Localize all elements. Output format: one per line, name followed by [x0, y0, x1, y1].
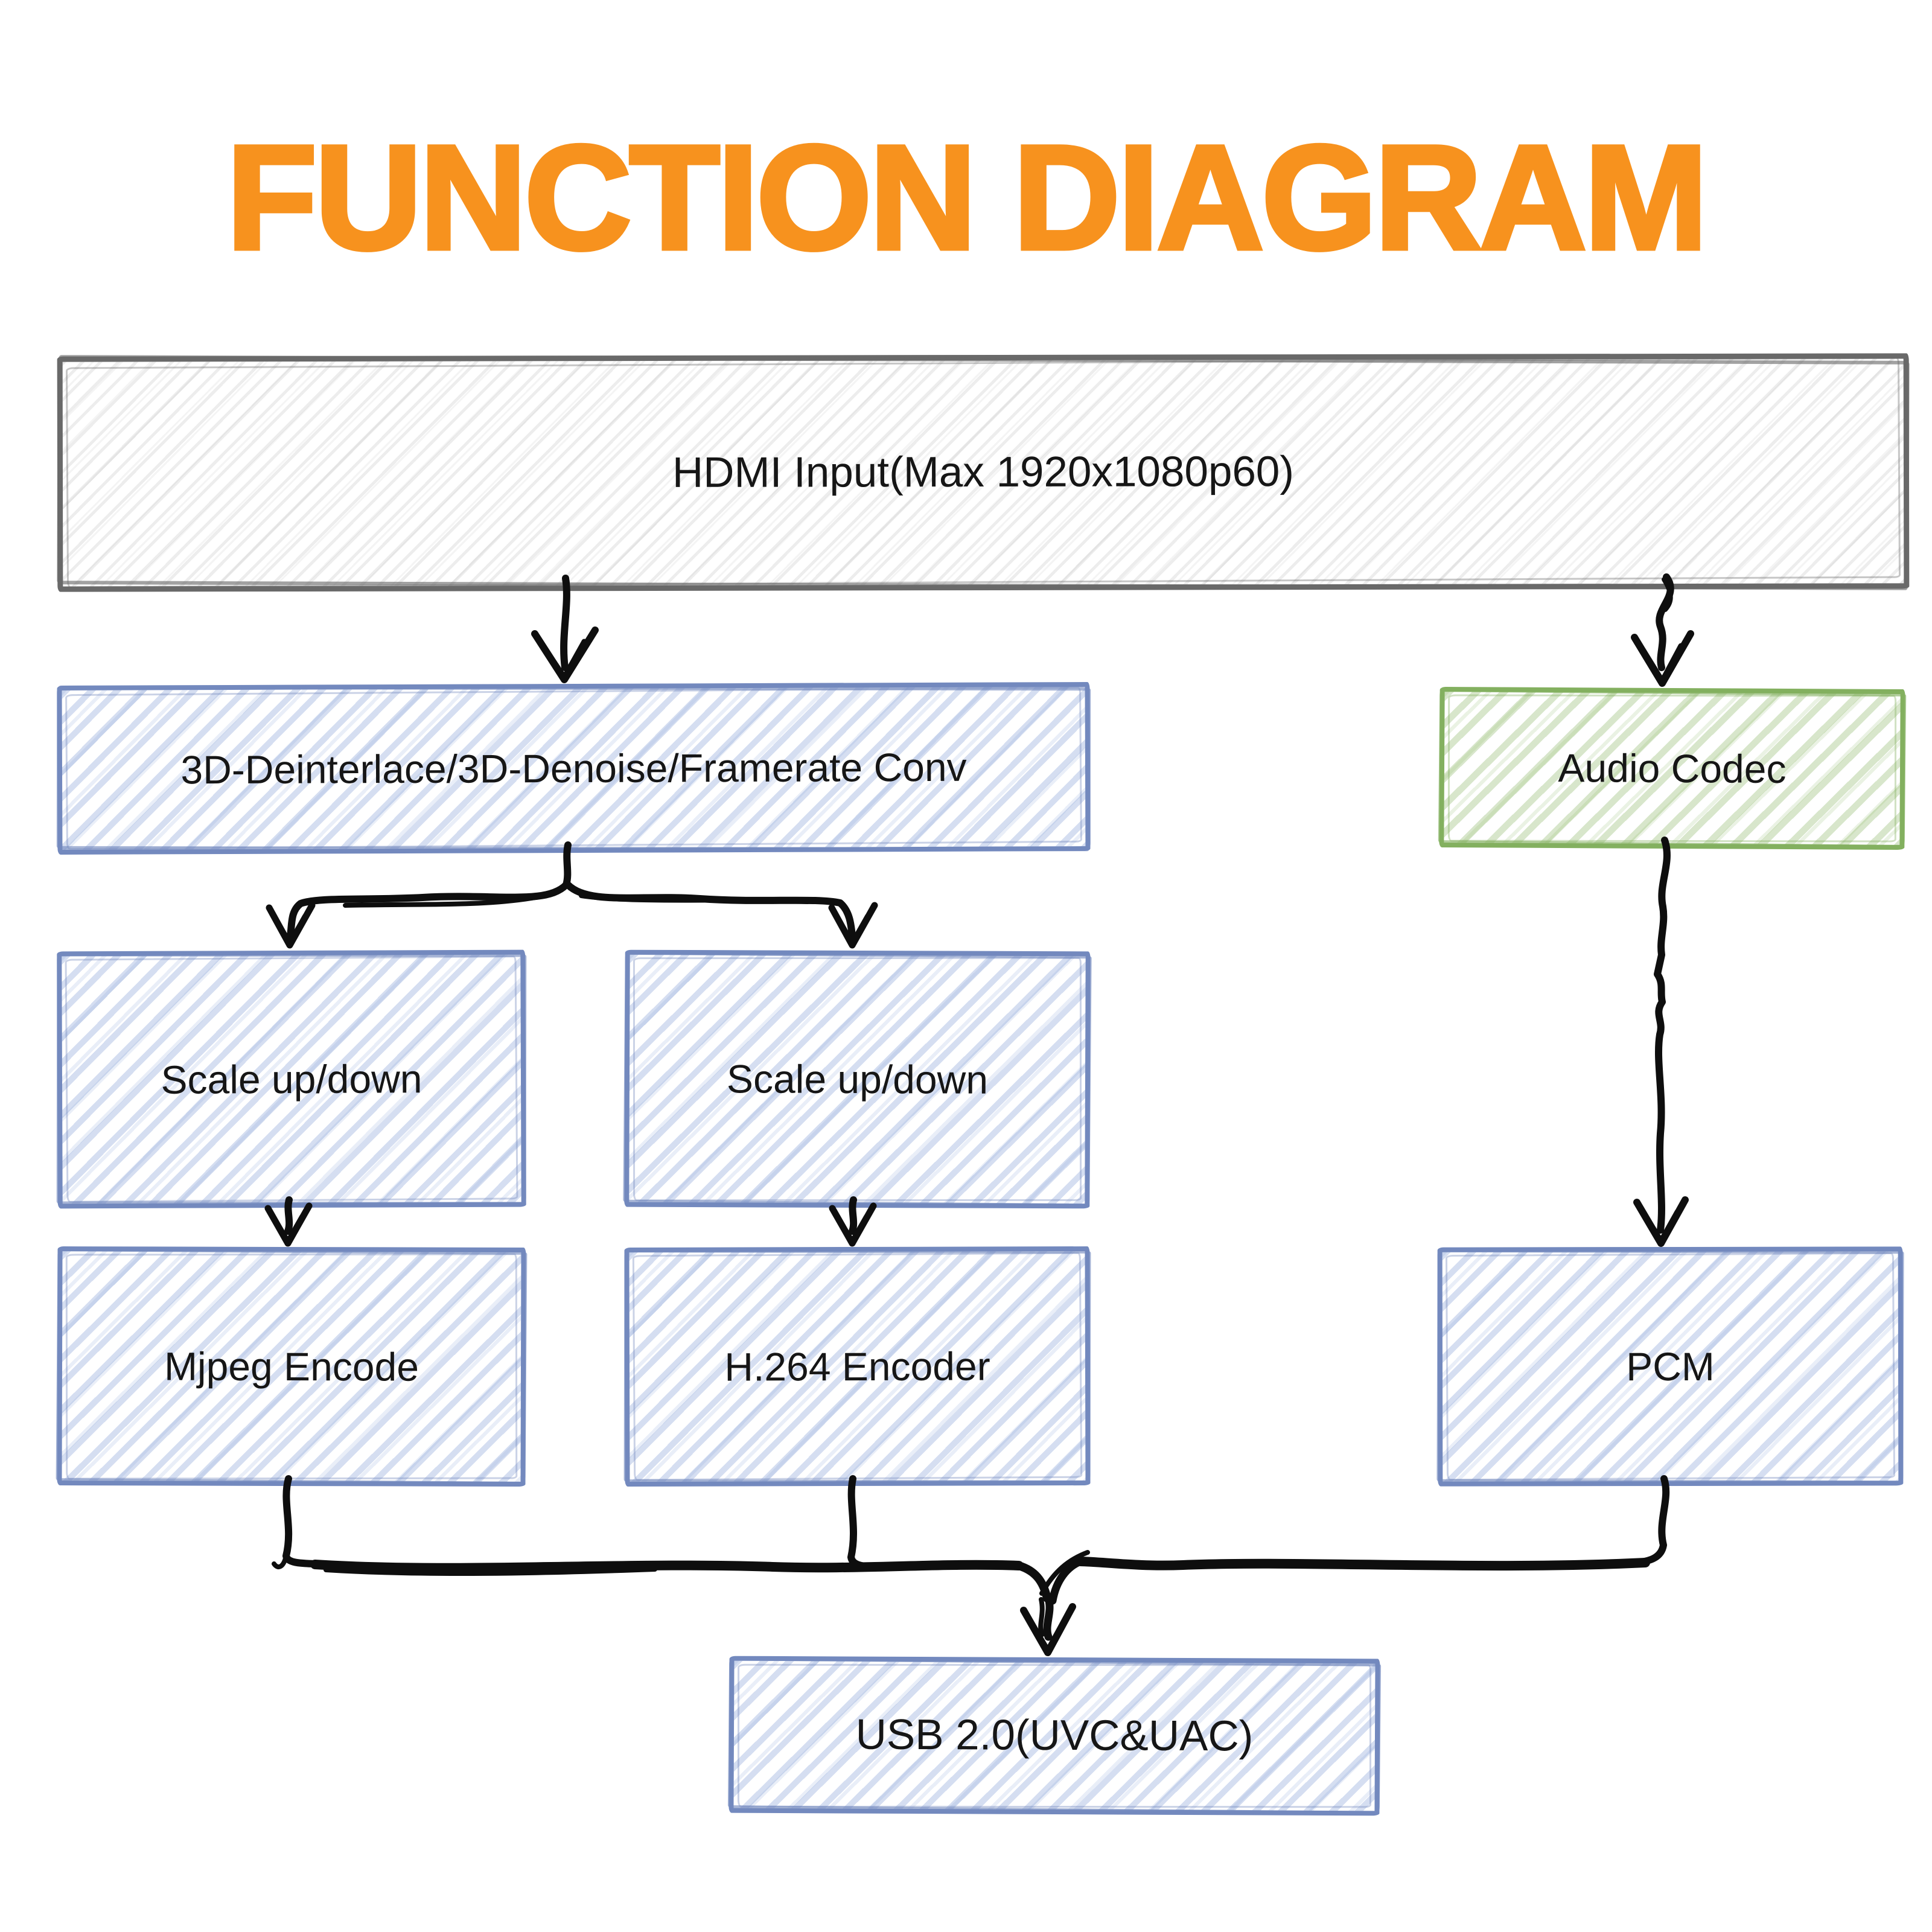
arrow-audio-codec-to-pcm [1633, 837, 1689, 1247]
node-hdmi-input: HDMI Input(Max 1920x1080p60) [57, 353, 1910, 592]
node-mjpeg-encode: Mjpeg Encode [57, 1246, 526, 1487]
node-usb-output: USB 2.0(UVC&UAC) [728, 1656, 1380, 1816]
node-deinterlace-denoise-framerate: 3D-Deinterlace/3D-Denoise/Framerate Conv [57, 682, 1091, 855]
node-label: Audio Codec [1558, 745, 1787, 791]
node-label: PCM [1626, 1344, 1715, 1389]
node-scale-up-down-right: Scale up/down [624, 949, 1091, 1209]
node-label: HDMI Input(Max 1920x1080p60) [672, 447, 1295, 497]
node-label: H.264 Encoder [724, 1344, 990, 1389]
node-scale-up-down-left: Scale up/down [57, 949, 526, 1209]
node-label: USB 2.0(UVC&UAC) [855, 1710, 1254, 1761]
arrow-hdmi-to-deinterlace [531, 575, 599, 683]
node-label: 3D-Deinterlace/3D-Denoise/Framerate Conv [180, 744, 967, 792]
arrow-deinterlace-to-scalers [266, 841, 878, 949]
node-pcm: PCM [1437, 1246, 1904, 1487]
node-audio-codec: Audio Codec [1439, 686, 1905, 850]
node-h264-encoder: H.264 Encoder [624, 1246, 1091, 1487]
page-title: FUNCTION DIAGRAM [225, 115, 1710, 281]
node-label: Mjpeg Encode [164, 1344, 419, 1389]
arrow-converge-to-usb [272, 1475, 1670, 1656]
node-label: Scale up/down [161, 1056, 422, 1102]
node-label: Scale up/down [726, 1056, 989, 1102]
arrow-hdmi-to-audio-codec [1631, 573, 1694, 687]
